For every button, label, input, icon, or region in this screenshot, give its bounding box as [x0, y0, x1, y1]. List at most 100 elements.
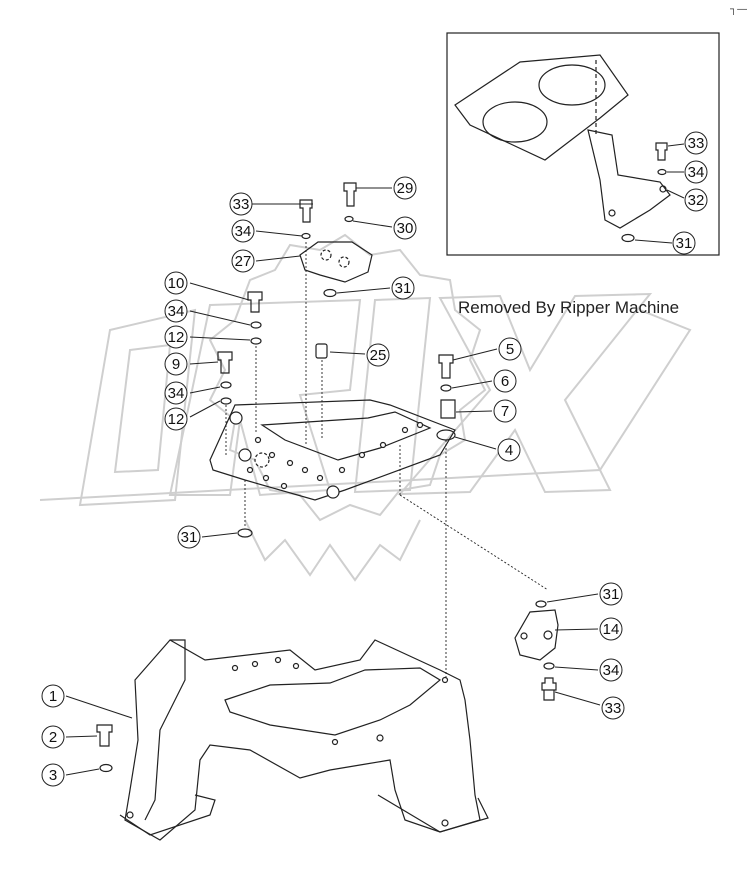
- svg-text:33: 33: [605, 700, 622, 717]
- washer-31-top: [323, 288, 337, 298]
- callout-31: 31: [672, 231, 696, 255]
- callout-6: 6: [493, 369, 517, 393]
- svg-text:1: 1: [49, 688, 57, 705]
- svg-text:5: 5: [506, 341, 514, 358]
- removal-note: Removed By Ripper Machine: [458, 298, 679, 317]
- inset-assembly: [454, 54, 671, 243]
- callout-31: 31: [177, 525, 201, 549]
- inset-bolt-33: [655, 142, 668, 161]
- svg-text:12: 12: [168, 329, 185, 346]
- callout-27: 27: [231, 249, 255, 273]
- bolt-10: [247, 291, 263, 313]
- svg-text:34: 34: [168, 385, 185, 402]
- mounting-plate: [209, 399, 456, 501]
- washer-3: [99, 763, 113, 773]
- bolt-2: [96, 724, 113, 747]
- svg-text:33: 33: [233, 196, 250, 213]
- svg-text:31: 31: [603, 586, 620, 603]
- inset-hole-right: [538, 64, 606, 106]
- callout-9: 9: [164, 352, 188, 376]
- svg-text:27: 27: [235, 253, 252, 270]
- svg-text:31: 31: [181, 529, 198, 546]
- callout-31: 31: [599, 582, 623, 606]
- washer-30: [344, 215, 354, 223]
- main-frame-side: [144, 639, 186, 821]
- main-frame-foot-left: [119, 794, 216, 836]
- callout-1: 1: [41, 684, 65, 708]
- svg-text:4: 4: [505, 442, 513, 459]
- svg-text:29: 29: [397, 180, 414, 197]
- main-frame-opening: [224, 667, 442, 736]
- washer-12-a: [250, 337, 262, 345]
- callout-5: 5: [498, 337, 522, 361]
- inset-frame: [446, 32, 720, 256]
- plate-holes: [229, 411, 424, 499]
- main-frame-foot-right: [377, 794, 489, 833]
- callout-25: 25: [366, 343, 390, 367]
- alignment-lines: [225, 242, 549, 680]
- svg-text:34: 34: [603, 662, 620, 679]
- bracket-14-hole: [543, 630, 553, 640]
- collar-7: [440, 399, 456, 419]
- main-frame: [124, 639, 481, 841]
- washer-34-top: [301, 232, 311, 240]
- callout-4: 4: [497, 438, 521, 462]
- bolt-33-top: [299, 199, 313, 223]
- main-assembly: [96, 182, 559, 841]
- bracket-14-hole-2: [520, 632, 528, 640]
- bracket-27: [299, 241, 373, 283]
- callout-34: 34: [164, 299, 188, 323]
- svg-text:3: 3: [49, 767, 57, 784]
- callout-2: 2: [41, 725, 65, 749]
- washer-34-9: [220, 381, 232, 389]
- callout-29: 29: [393, 176, 417, 200]
- inset-bolt-hole-2: [608, 209, 616, 217]
- svg-text:34: 34: [688, 164, 705, 181]
- callout-10: 10: [164, 271, 188, 295]
- washer-31-right: [535, 600, 547, 608]
- callout-30: 30: [393, 216, 417, 240]
- washer-12-b: [220, 397, 232, 405]
- svg-text:6: 6: [501, 373, 509, 390]
- leader-lines: [65, 143, 685, 776]
- callout-33: 33: [229, 192, 253, 216]
- svg-text:10: 10: [168, 275, 185, 292]
- callout-12: 12: [164, 325, 188, 349]
- washer-31-bottom: [237, 528, 253, 538]
- svg-text:9: 9: [172, 356, 180, 373]
- watermark-gear: [208, 233, 487, 582]
- svg-text:25: 25: [370, 347, 387, 364]
- svg-text:14: 14: [603, 621, 620, 638]
- callout-34: 34: [231, 219, 255, 243]
- washer-6: [440, 384, 452, 392]
- washer-34-right: [543, 662, 555, 670]
- svg-text:34: 34: [235, 223, 252, 240]
- svg-text:30: 30: [397, 220, 414, 237]
- svg-text:2: 2: [49, 729, 57, 746]
- inset-washer-31: [621, 233, 635, 243]
- callout-34: 34: [599, 658, 623, 682]
- bracket-27-hole: [320, 249, 332, 261]
- frame-holes: [126, 656, 449, 827]
- bracket-14: [514, 609, 559, 661]
- svg-text:34: 34: [168, 303, 185, 320]
- bolt-29: [343, 182, 357, 207]
- watermark-logo: [39, 233, 692, 582]
- bolt-9: [217, 351, 233, 374]
- corner-mark: ┐—: [729, 4, 747, 15]
- svg-text:31: 31: [676, 235, 693, 252]
- bolt-5: [438, 354, 454, 379]
- callout-7: 7: [493, 399, 517, 423]
- svg-text:12: 12: [168, 411, 185, 428]
- bracket-27-hole-2: [338, 256, 350, 268]
- svg-text:31: 31: [395, 280, 412, 297]
- spacer-25: [315, 343, 328, 359]
- callout-12: 12: [164, 407, 188, 431]
- mounting-plate-slot: [260, 411, 432, 461]
- svg-text:7: 7: [501, 403, 509, 420]
- callout-33: 33: [684, 131, 708, 155]
- callouts: 33 29 30 34 27 31 10 34 12 9 34 12 25 5 …: [41, 131, 708, 787]
- inset-hole-left: [482, 101, 548, 143]
